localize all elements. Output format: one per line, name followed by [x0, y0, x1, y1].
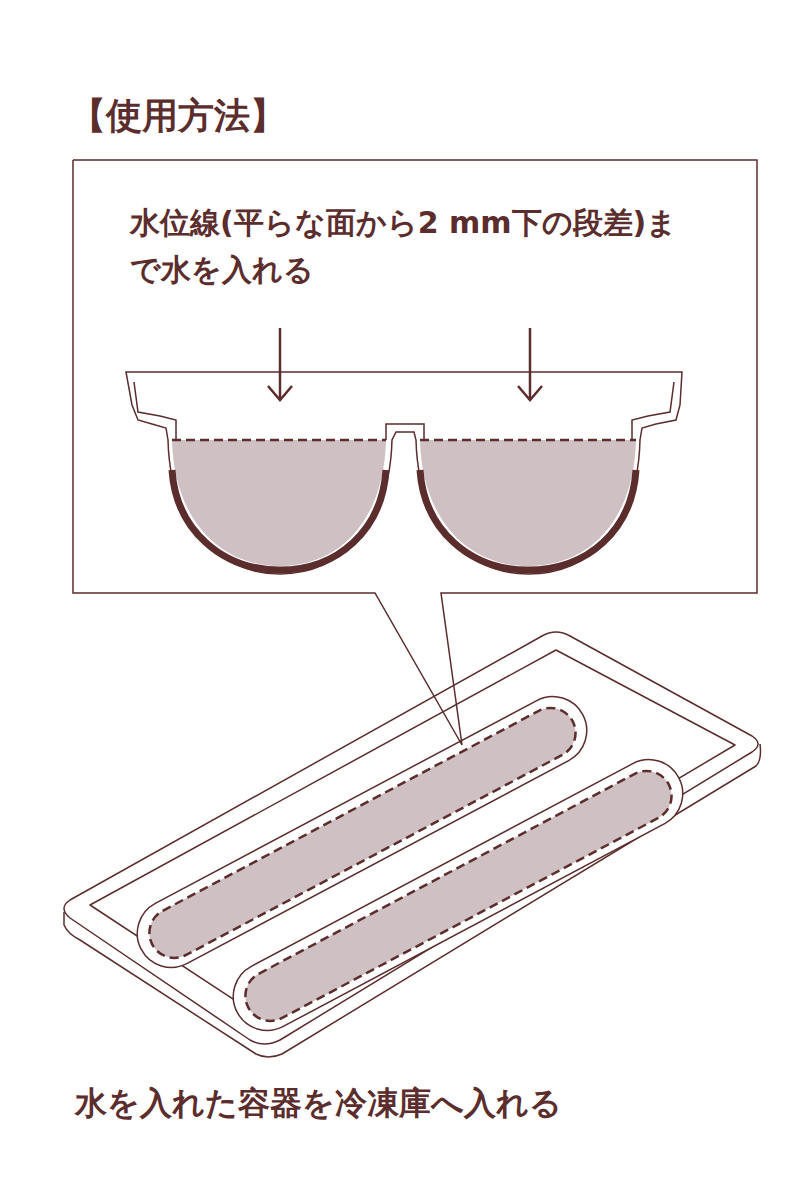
- water-line: [420, 439, 636, 442]
- wall: [172, 470, 386, 570]
- callout-box: 水位線(平らな面から2 mm下の段差)まで水を入れる: [73, 160, 757, 593]
- wall: [420, 470, 636, 570]
- tray-section: [126, 372, 682, 574]
- water: [420, 440, 636, 566]
- water: [172, 440, 386, 566]
- arrow-head: [268, 386, 292, 400]
- down-arrow: [279, 328, 282, 400]
- callout-border: [73, 160, 757, 745]
- tray-rim: [64, 632, 758, 1044]
- slot: [221, 748, 694, 1043]
- down-arrow: [529, 328, 532, 400]
- cross-section: [126, 328, 682, 574]
- water-line: [172, 439, 386, 442]
- slot-water: [237, 762, 681, 1030]
- inner-line: [134, 382, 674, 440]
- arrow-head: [518, 386, 542, 400]
- title: 【使用方法】: [70, 92, 286, 141]
- tray: [64, 632, 761, 1057]
- caption: 水を入れた容器を冷凍庫へ入れる: [75, 1082, 562, 1126]
- instruction-text: 水位線(平らな面から2 mm下の段差)まで水を入れる: [130, 200, 700, 293]
